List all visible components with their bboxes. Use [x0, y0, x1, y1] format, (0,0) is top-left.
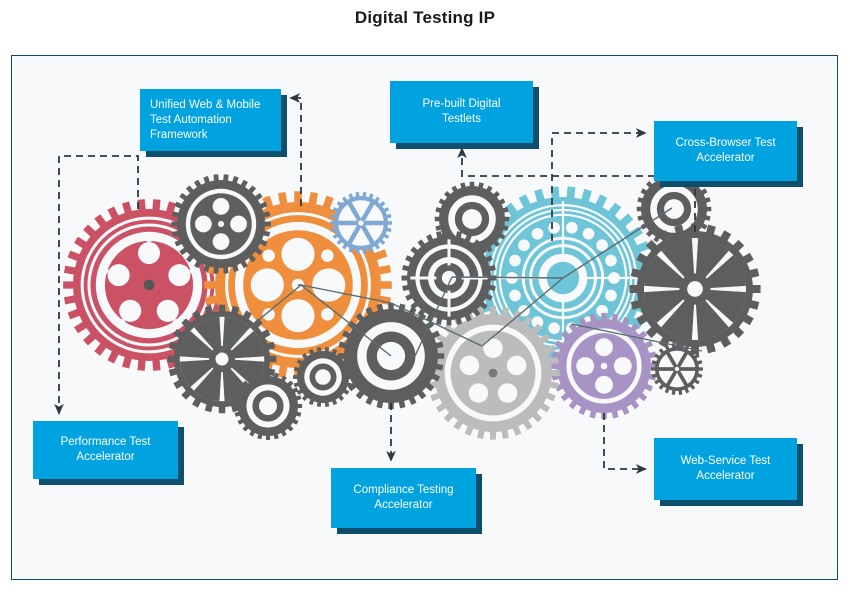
callout-cross-browser-test-accelerator[interactable]: Cross-Browser Test Accelerator: [654, 121, 797, 181]
callout-line: Accelerator: [696, 152, 755, 164]
gear-link-lines: [214, 207, 703, 357]
gray-ring-gear-upper: [434, 181, 510, 257]
callout-pre-built-digital-testlets[interactable]: Pre-built Digital Testlets: [390, 81, 533, 143]
callout-line: Performance Test: [60, 436, 151, 448]
connector-cyan-to-crossbrowser: [551, 128, 647, 241]
gray-small-ring-gear: [293, 347, 353, 407]
connector-red-to-performance: [54, 155, 139, 415]
callout-line: Compliance Testing: [353, 484, 454, 496]
callout-line: Cross-Browser Test: [675, 137, 776, 149]
connector-orange-to-unified: [289, 93, 302, 206]
purple-gear: [550, 312, 658, 420]
cyan-main-gear: [471, 186, 655, 370]
callout-line: Unified Web & Mobile: [150, 98, 261, 111]
gray-4hole-gear-top: [171, 174, 271, 274]
callout-unified-web-mobile-framework[interactable]: Unified Web & Mobile Test Automation Fra…: [140, 89, 281, 151]
gray-small-donut-gear: [234, 372, 302, 440]
callout-line: Accelerator: [696, 470, 755, 482]
blue-spoke-gear: [330, 192, 392, 254]
callout-line: Web-Service Test: [680, 455, 771, 467]
dashed-connectors: [54, 93, 696, 474]
callout-line: Accelerator: [76, 451, 135, 463]
red-main-gear: [63, 199, 235, 371]
callout-line: Accelerator: [374, 499, 433, 511]
connector-purple-to-webservice: [603, 413, 647, 474]
callout-compliance-testing-accelerator[interactable]: Compliance Testing Accelerator: [331, 468, 476, 528]
diagram-frame: Unified Web & Mobile Test Automation Fra…: [11, 55, 838, 580]
gray-tri-spoke-gear: [167, 304, 277, 414]
gray-tiny-spoke-gear: [651, 343, 703, 395]
callout-line: Framework: [150, 128, 208, 141]
dark-gray-ring-gear: [337, 302, 445, 410]
callout-performance-test-accelerator[interactable]: Performance Test Accelerator: [33, 421, 178, 479]
callout-line: Testlets: [442, 113, 481, 125]
light-gray-gear: [426, 306, 560, 440]
callout-line: Pre-built Digital: [422, 98, 501, 110]
orange-main-gear: [204, 191, 392, 379]
gray-ring-gear-right: [636, 171, 712, 247]
page-title: Digital Testing IP: [354, 8, 496, 27]
dark-gray-spoke-gear: [629, 223, 761, 355]
gray-quad-gear: [401, 230, 497, 326]
callout-line: Test Automation: [150, 113, 232, 126]
callout-web-service-test-accelerator[interactable]: Web-Service Test Accelerator: [654, 438, 797, 500]
